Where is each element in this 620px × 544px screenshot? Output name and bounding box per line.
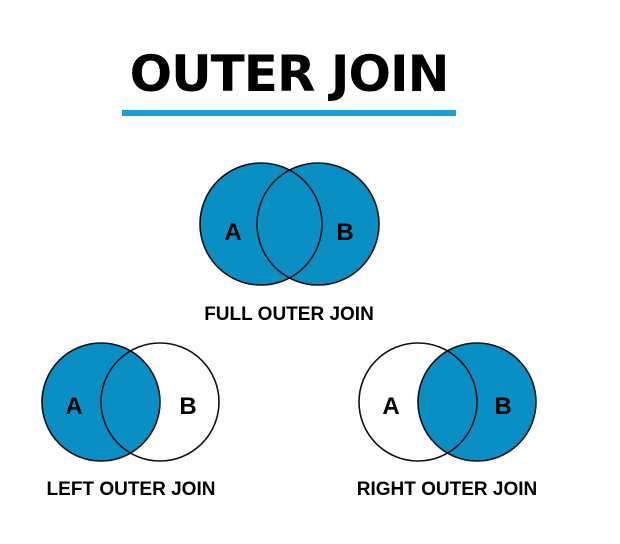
title-underline <box>122 110 456 116</box>
venn-right-label-b: B <box>494 393 511 420</box>
venn-right-circle-a-outline <box>358 342 478 462</box>
caption-full-outer-join: FULL OUTER JOIN <box>204 304 374 325</box>
venn-right-outer-join: A B <box>358 342 537 462</box>
venn-right-label-a: A <box>382 393 399 420</box>
caption-left-outer-join: LEFT OUTER JOIN <box>46 479 216 500</box>
venn-left-circle-a-outline <box>41 342 161 462</box>
venn-full-label-a: A <box>224 219 241 246</box>
venn-right-circle-b-outline <box>417 342 537 462</box>
venn-full-circle-b-outline <box>256 162 380 286</box>
caption-right-outer-join: RIGHT OUTER JOIN <box>356 479 538 500</box>
venn-full-circle-a-outline <box>199 162 323 286</box>
venn-left-intersection <box>101 343 160 461</box>
venn-left-label-b: B <box>179 393 196 420</box>
venn-full-label-b: B <box>336 219 353 246</box>
venn-full-outer-join: A B <box>199 162 380 286</box>
venn-left-outer-join: A B <box>41 342 220 462</box>
venn-left-label-a: A <box>65 393 82 420</box>
page-title: OUTER JOIN <box>129 45 450 103</box>
venn-left-circle-b-outline <box>100 342 220 462</box>
venn-full-circle-b <box>257 163 379 285</box>
